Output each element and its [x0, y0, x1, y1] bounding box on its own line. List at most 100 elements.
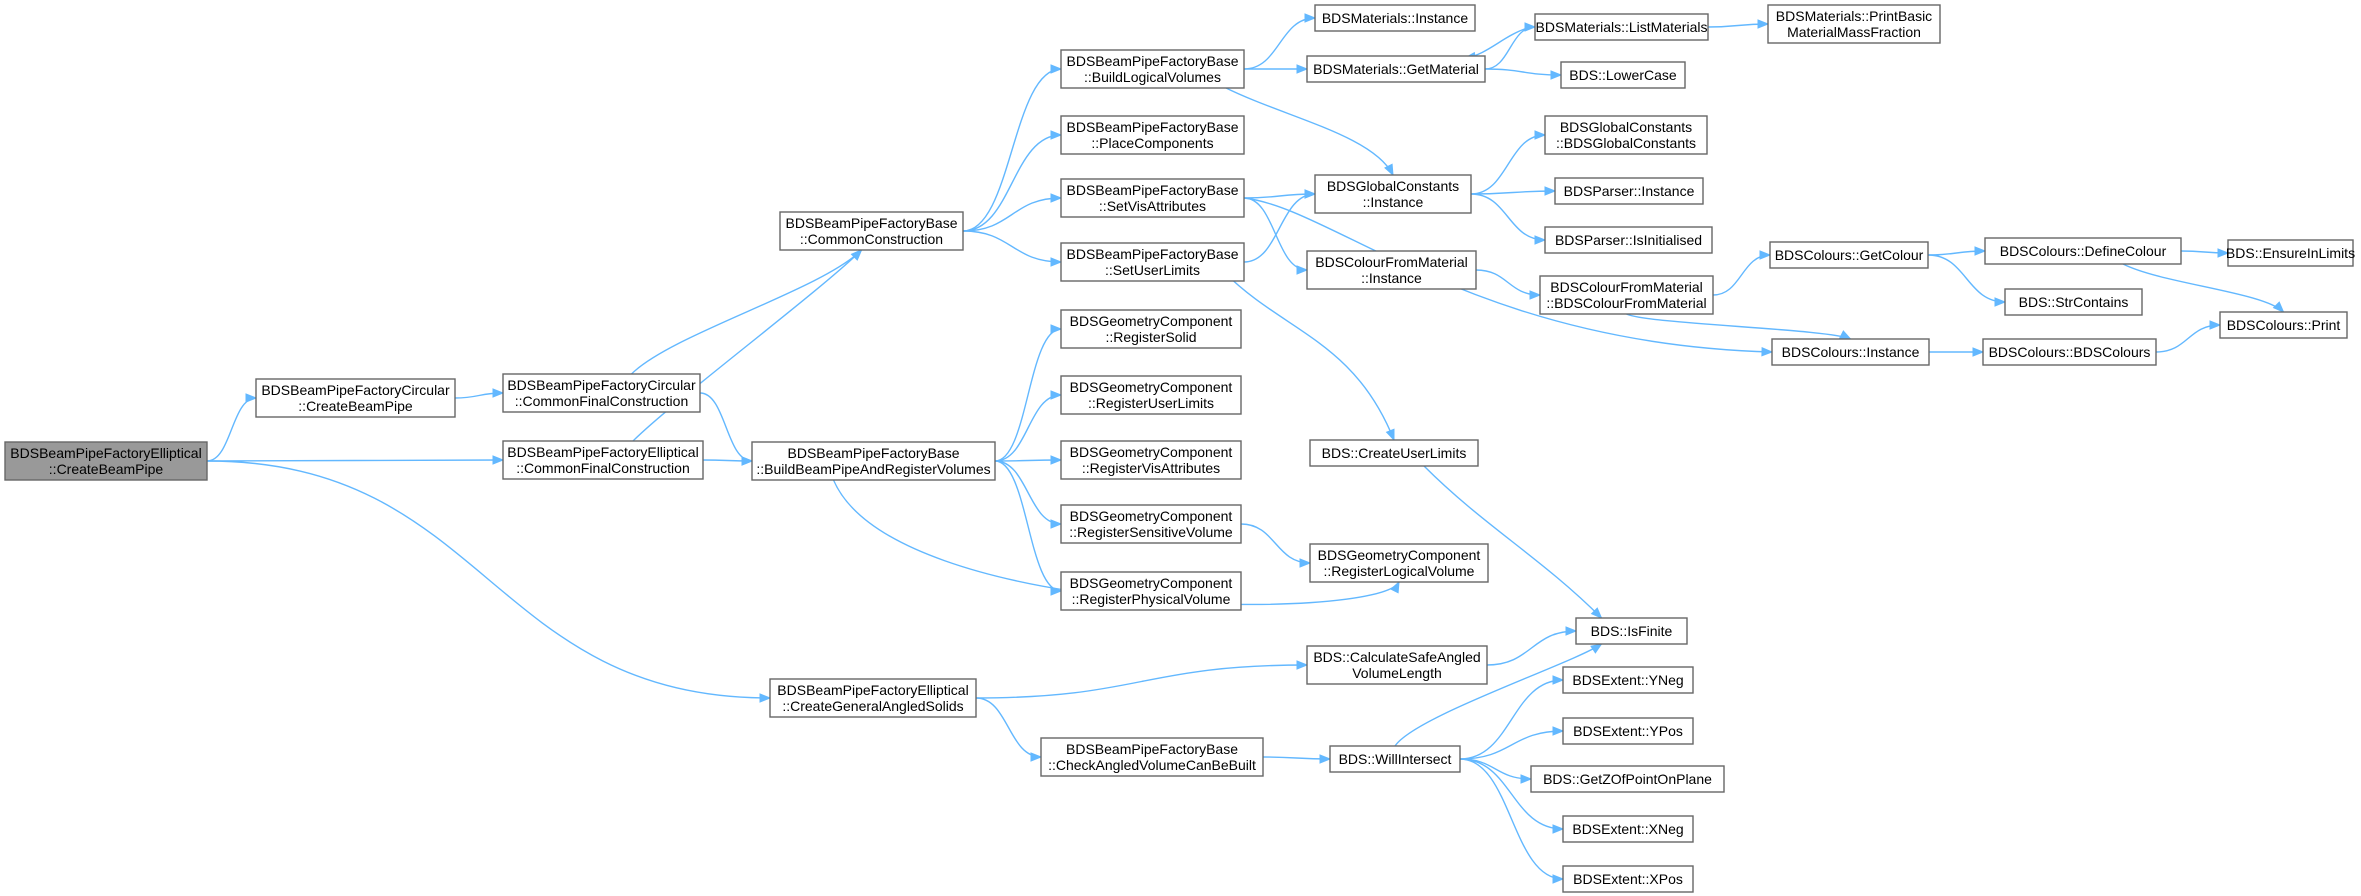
node-listMat[interactable]: BDSMaterials::ListMaterials: [1534, 13, 1709, 41]
node-box[interactable]: [1060, 309, 1242, 349]
node-box[interactable]: [1982, 338, 2157, 366]
node-box[interactable]: [1544, 115, 1708, 155]
node-box[interactable]: [1314, 4, 1476, 32]
node-box[interactable]: [1060, 440, 1242, 480]
node-regUserLimits[interactable]: BDSGeometryComponent::RegisterUserLimits: [1060, 375, 1242, 415]
node-box[interactable]: [1544, 226, 1713, 254]
node-label-line: BDSMaterials::Instance: [1322, 10, 1468, 26]
node-regLogical[interactable]: BDSGeometryComponent::RegisterLogicalVol…: [1309, 543, 1489, 583]
node-box[interactable]: [502, 373, 701, 413]
node-yNeg[interactable]: BDSExtent::YNeg: [1562, 666, 1694, 694]
node-box[interactable]: [779, 211, 964, 251]
node-coloursCtor[interactable]: BDSColours::BDSColours: [1982, 338, 2157, 366]
node-box[interactable]: [2219, 311, 2348, 339]
node-box[interactable]: [1040, 737, 1264, 777]
node-box[interactable]: [1306, 250, 1477, 290]
node-ellFinal[interactable]: BDSBeamPipeFactoryElliptical::CommonFina…: [502, 440, 704, 480]
node-coloursInst[interactable]: BDSColours::Instance: [1771, 338, 1930, 366]
node-box[interactable]: [1554, 177, 1704, 205]
node-label-line: BDS::StrContains: [2019, 294, 2129, 310]
node-label-line: BDSColours::Instance: [1782, 344, 1920, 360]
node-getColour[interactable]: BDSColours::GetColour: [1769, 241, 1929, 269]
node-lowerCase[interactable]: BDS::LowerCase: [1560, 61, 1686, 89]
node-box[interactable]: [1562, 865, 1694, 893]
node-parserIsInit[interactable]: BDSParser::IsInitialised: [1544, 226, 1713, 254]
node-box[interactable]: [1575, 617, 1688, 645]
edge-matGet-to-lowerCase: [1484, 68, 1562, 76]
node-box[interactable]: [1306, 55, 1486, 83]
node-isFinite[interactable]: BDS::IsFinite: [1575, 617, 1688, 645]
node-matGet[interactable]: BDSMaterials::GetMaterial: [1306, 55, 1486, 83]
node-regSolid[interactable]: BDSGeometryComponent::RegisterSolid: [1060, 309, 1242, 349]
node-matInstance[interactable]: BDSMaterials::Instance: [1314, 4, 1476, 32]
node-circFinal[interactable]: BDSBeamPipeFactoryCircular::CommonFinalC…: [502, 373, 701, 413]
node-setVis[interactable]: BDSBeamPipeFactoryBase::SetVisAttributes: [1060, 178, 1245, 218]
node-parserInst[interactable]: BDSParser::Instance: [1554, 177, 1704, 205]
node-box[interactable]: [1562, 666, 1694, 694]
node-box[interactable]: [1060, 375, 1242, 415]
node-globalInst[interactable]: BDSGlobalConstants::Instance: [1314, 174, 1472, 214]
node-box[interactable]: [255, 378, 456, 418]
node-box[interactable]: [2227, 239, 2354, 267]
node-ellAngled[interactable]: BDSBeamPipeFactoryElliptical::CreateGene…: [769, 678, 977, 718]
node-box[interactable]: [1767, 4, 1941, 44]
node-strContains[interactable]: BDS::StrContains: [2004, 288, 2143, 316]
arrowhead: [741, 456, 754, 466]
arrowhead: [1590, 643, 1603, 654]
node-box[interactable]: [1539, 275, 1714, 315]
node-box[interactable]: [1534, 13, 1709, 41]
node-box[interactable]: [1562, 815, 1694, 843]
node-label-line: BDSBeamPipeFactoryCircular: [261, 382, 450, 398]
node-box[interactable]: [1309, 543, 1489, 583]
node-commonConstr[interactable]: BDSBeamPipeFactoryBase::CommonConstructi…: [779, 211, 964, 251]
node-box[interactable]: [2004, 288, 2143, 316]
node-defineColour[interactable]: BDSColours::DefineColour: [1984, 237, 2182, 265]
node-regPhysical[interactable]: BDSGeometryComponent::RegisterPhysicalVo…: [1060, 571, 1242, 611]
node-box[interactable]: [1060, 242, 1245, 282]
node-box[interactable]: [1060, 178, 1245, 218]
node-box[interactable]: [1771, 338, 1930, 366]
node-box[interactable]: [1309, 439, 1479, 467]
node-circCreate[interactable]: BDSBeamPipeFactoryCircular::CreateBeamPi…: [255, 378, 456, 418]
node-regSensitive[interactable]: BDSGeometryComponent::RegisterSensitiveV…: [1060, 504, 1242, 544]
node-placeComp[interactable]: BDSBeamPipeFactoryBase::PlaceComponents: [1060, 115, 1245, 155]
node-printMass[interactable]: BDSMaterials::PrintBasicMaterialMassFrac…: [1767, 4, 1941, 44]
node-box[interactable]: [1306, 645, 1488, 685]
node-buildLogical[interactable]: BDSBeamPipeFactoryBase::BuildLogicalVolu…: [1060, 49, 1245, 89]
node-createUserLimits[interactable]: BDS::CreateUserLimits: [1309, 439, 1479, 467]
node-buildRegister[interactable]: BDSBeamPipeFactoryBase::BuildBeamPipeAnd…: [751, 441, 996, 481]
node-box[interactable]: [1060, 115, 1245, 155]
node-box[interactable]: [1060, 571, 1242, 611]
node-box[interactable]: [4, 441, 208, 481]
node-colourMatCtor[interactable]: BDSColourFromMaterial::BDSColourFromMate…: [1539, 275, 1714, 315]
node-box[interactable]: [1314, 174, 1472, 214]
node-getZ[interactable]: BDS::GetZOfPointOnPlane: [1530, 765, 1725, 793]
node-coloursPrint[interactable]: BDSColours::Print: [2219, 311, 2348, 339]
node-box[interactable]: [1984, 237, 2182, 265]
node-xNeg[interactable]: BDSExtent::XNeg: [1562, 815, 1694, 843]
node-root[interactable]: BDSBeamPipeFactoryElliptical::CreateBeam…: [4, 441, 208, 481]
node-box[interactable]: [1530, 765, 1725, 793]
node-regVisAttr[interactable]: BDSGeometryComponent::RegisterVisAttribu…: [1060, 440, 1242, 480]
node-label-line: BDSColours::GetColour: [1775, 247, 1924, 263]
node-globalCtor[interactable]: BDSGlobalConstants::BDSGlobalConstants: [1544, 115, 1708, 155]
node-setUserLimits[interactable]: BDSBeamPipeFactoryBase::SetUserLimits: [1060, 242, 1245, 282]
node-label-line: ::SetVisAttributes: [1099, 198, 1206, 214]
node-box[interactable]: [1769, 241, 1929, 269]
node-willIntersect[interactable]: BDS::WillIntersect: [1329, 745, 1461, 773]
node-box[interactable]: [1562, 717, 1694, 745]
node-box[interactable]: [1060, 504, 1242, 544]
node-xPos[interactable]: BDSExtent::XPos: [1562, 865, 1694, 893]
node-box[interactable]: [1329, 745, 1461, 773]
node-box[interactable]: [751, 441, 996, 481]
node-checkAngled[interactable]: BDSBeamPipeFactoryBase::CheckAngledVolum…: [1040, 737, 1264, 777]
arrowhead: [759, 693, 772, 703]
node-ensureLimits[interactable]: BDS::EnsureInLimits: [2226, 239, 2355, 267]
node-box[interactable]: [1060, 49, 1245, 89]
node-box[interactable]: [502, 440, 704, 480]
node-box[interactable]: [1560, 61, 1686, 89]
node-colourMatInst[interactable]: BDSColourFromMaterial::Instance: [1306, 250, 1477, 290]
node-box[interactable]: [769, 678, 977, 718]
node-yPos[interactable]: BDSExtent::YPos: [1562, 717, 1694, 745]
